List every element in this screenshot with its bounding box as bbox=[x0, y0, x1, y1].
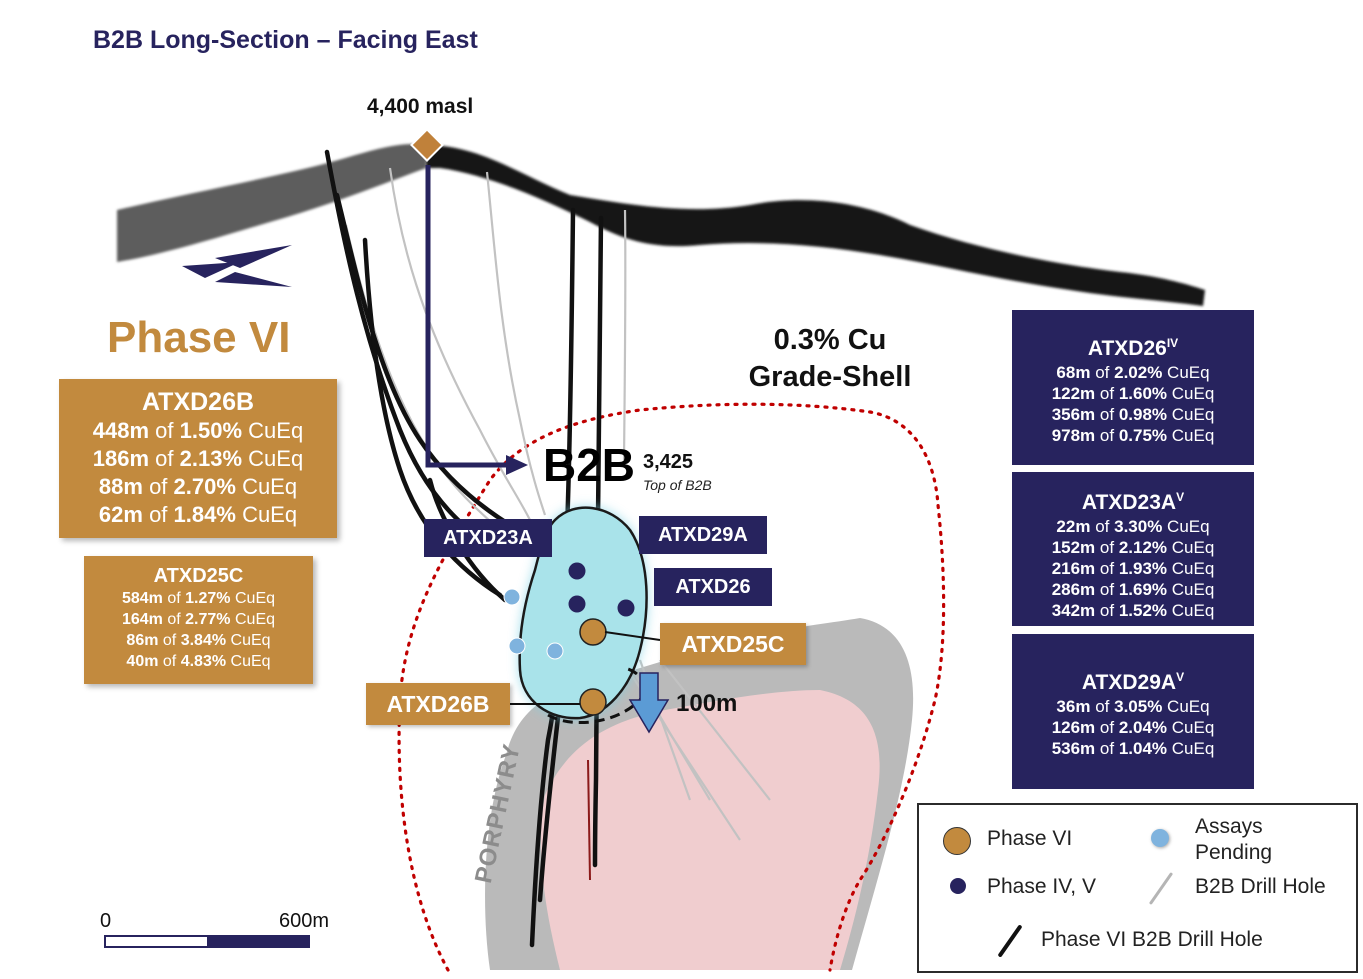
intercept-box-title: ATXD26IV bbox=[1087, 336, 1179, 360]
target-extension-outline bbox=[547, 666, 646, 725]
scale-max-label: 600m bbox=[279, 910, 330, 932]
intercept-row: 126m of 2.04% CuEq bbox=[1051, 718, 1215, 737]
intercept-row: 40m of 4.83% CuEq bbox=[126, 653, 271, 670]
target-elevation: 3,425 bbox=[643, 451, 694, 473]
phase-iv-v-marker bbox=[617, 599, 635, 617]
intercept-row: 286m of 1.69% CuEq bbox=[1051, 580, 1215, 599]
projection-arrow bbox=[425, 165, 510, 468]
hole-tag-atxd26: ATXD26 bbox=[654, 568, 772, 606]
intercept-row: 86m of 3.84% CuEq bbox=[126, 632, 271, 649]
intercept-row: 342m of 1.52% CuEq bbox=[1051, 601, 1215, 620]
assay-pending-marker bbox=[503, 588, 521, 606]
intercept-row: 122m of 1.60% CuEq bbox=[1051, 384, 1215, 403]
intercept-box-title: ATXD25C bbox=[153, 565, 244, 587]
intercept-row: 68m of 2.02% CuEq bbox=[1056, 363, 1210, 382]
legend-b2b-drill-hole-label: B2B Drill Hole bbox=[1195, 875, 1326, 898]
intercept-row: 978m of 0.75% CuEq bbox=[1051, 426, 1215, 445]
target-name: B2B bbox=[543, 439, 636, 491]
extension-distance-label: 100m bbox=[676, 690, 738, 717]
intercept-row: 584m of 1.27% CuEq bbox=[121, 590, 276, 607]
phase-vi-heading: Phase VI bbox=[107, 313, 291, 362]
hole-tag-atxd29a: ATXD29A bbox=[639, 516, 767, 554]
page-title: B2B Long-Section – Facing East bbox=[93, 26, 478, 54]
intercept-row: 216m of 1.93% CuEq bbox=[1051, 559, 1215, 578]
intercept-box-atxd26: ATXD26IV 68m of 2.02% CuEq 122m of 1.60%… bbox=[1012, 310, 1254, 465]
surface-elevation-label: 4,400 masl bbox=[367, 95, 474, 118]
projection-arrow-head-icon bbox=[506, 455, 528, 475]
legend-phase-vi-drill-hole-label: Phase VI B2B Drill Hole bbox=[1041, 928, 1263, 951]
north-arrow-icon bbox=[182, 245, 292, 287]
intercept-row: 164m of 2.77% CuEq bbox=[121, 611, 276, 628]
intercept-row: 536m of 1.04% CuEq bbox=[1051, 739, 1215, 758]
legend-phase-iv-v-label: Phase IV, V bbox=[987, 875, 1096, 898]
phase-vi-hole-lower-red bbox=[587, 759, 591, 881]
target-note: Top of B2B bbox=[643, 477, 712, 493]
legend-assays-pending-line2: Pending bbox=[1195, 841, 1273, 864]
collar-diamond-icon bbox=[410, 128, 444, 162]
intercept-markers bbox=[503, 562, 635, 716]
phase-superscript: V bbox=[1176, 670, 1185, 684]
intercept-row: 62m of 1.84% CuEq bbox=[98, 502, 298, 527]
phase-iv-v-marker bbox=[568, 595, 586, 613]
intercept-box-title: ATXD23AV bbox=[1081, 490, 1185, 514]
hole-tag-atxd25c: ATXD25C bbox=[660, 623, 806, 665]
b2b-drill-holes bbox=[344, 167, 771, 841]
grade-shell-label: 0.3% Cu Grade-Shell bbox=[748, 324, 912, 393]
legend-phase-vi-label: Phase VI bbox=[987, 827, 1073, 850]
intercept-box-atxd25c: ATXD25C 584m of 1.27% CuEq 164m of 2.77%… bbox=[84, 556, 313, 684]
intercept-row: 186m of 2.13% CuEq bbox=[92, 446, 304, 471]
scale-bar bbox=[104, 935, 310, 948]
phase-iv-v-legend-icon bbox=[950, 878, 966, 894]
intercept-row: 356m of 0.98% CuEq bbox=[1051, 405, 1215, 424]
grade-shell-outline bbox=[397, 402, 946, 972]
phase-vi-marker bbox=[579, 618, 607, 646]
phase-iv-v-marker bbox=[568, 562, 586, 580]
assay-pending-marker bbox=[546, 642, 564, 660]
phase-superscript: IV bbox=[1166, 336, 1179, 350]
intercept-row: 36m of 3.05% CuEq bbox=[1056, 697, 1210, 716]
b2b-target-body bbox=[518, 506, 648, 720]
intercept-row: 152m of 2.12% CuEq bbox=[1051, 538, 1215, 557]
phase-vi-legend-icon bbox=[943, 827, 971, 855]
intercept-box-atxd26b: ATXD26B 448m of 1.50% CuEq 186m of 2.13%… bbox=[59, 379, 337, 538]
phase-vi-marker bbox=[579, 688, 607, 716]
porphyry-core bbox=[540, 690, 880, 970]
intercept-row: 448m of 1.50% CuEq bbox=[92, 418, 304, 443]
scale-zero-label: 0 bbox=[100, 910, 112, 932]
intercept-row: 88m of 2.70% CuEq bbox=[98, 474, 298, 499]
hole-tag-atxd23a: ATXD23A bbox=[424, 519, 552, 557]
phase-vi-drill-hole-legend-icon bbox=[997, 924, 1023, 958]
intercept-box-atxd23a: ATXD23AV 22m of 3.30% CuEq 152m of 2.12%… bbox=[1012, 472, 1254, 626]
topography-west bbox=[117, 144, 426, 262]
intercept-box-title: ATXD29AV bbox=[1081, 670, 1185, 694]
extension-arrow-icon bbox=[628, 672, 670, 734]
b2b-drill-hole-legend-icon bbox=[1148, 872, 1174, 905]
assay-pending-legend-icon bbox=[1151, 829, 1169, 847]
hole-tag-atxd26b: ATXD26B bbox=[366, 683, 510, 725]
topography-east bbox=[426, 145, 1205, 306]
intercept-row: 22m of 3.30% CuEq bbox=[1056, 517, 1210, 536]
leader-atxd25c bbox=[604, 631, 661, 641]
intercept-box-atxd29a: ATXD29AV 36m of 3.05% CuEq 126m of 2.04%… bbox=[1012, 634, 1254, 789]
assay-pending-marker bbox=[508, 637, 526, 655]
intercept-box-title: ATXD26B bbox=[141, 388, 255, 416]
legend: Phase VI Assays Pending Phase IV, V B2B … bbox=[917, 803, 1358, 973]
phase-superscript: V bbox=[1176, 490, 1185, 504]
legend-assays-pending-line1: Assays bbox=[1195, 815, 1263, 838]
